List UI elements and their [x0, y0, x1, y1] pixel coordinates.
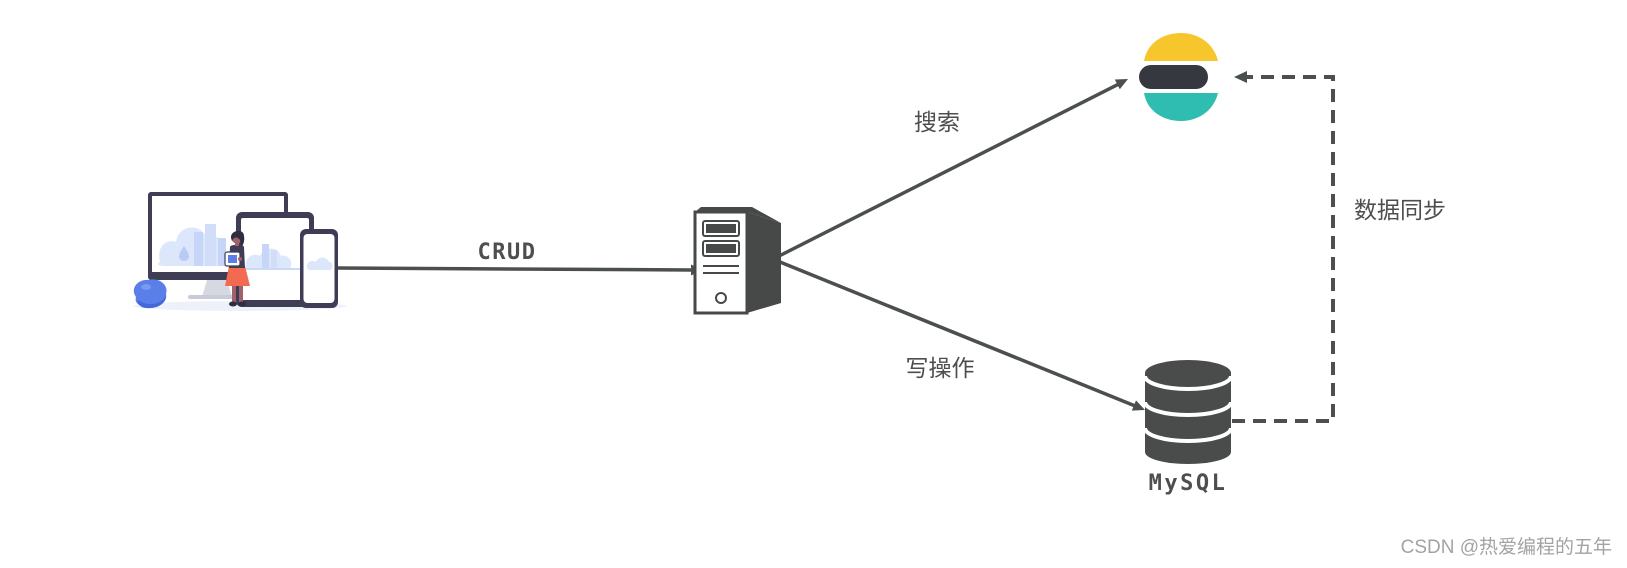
- crud-label: CRUD: [478, 240, 537, 265]
- crud-arrow: [336, 265, 703, 276]
- search-label: 搜索: [914, 110, 960, 136]
- write-label: 写操作: [906, 356, 975, 382]
- phone-icon: [300, 229, 338, 308]
- server-side-face: [747, 212, 781, 313]
- client-devices-illustration: [134, 192, 346, 311]
- watermark: CSDN @热爱编程的五年: [1401, 536, 1612, 558]
- server-tower-icon: [695, 207, 781, 313]
- sync-label: 数据同步: [1354, 198, 1446, 224]
- mysql-label: MySQL: [1149, 471, 1228, 496]
- mysql-database-icon: [1145, 360, 1231, 464]
- search-arrow: [779, 79, 1128, 256]
- write-arrow: [780, 262, 1145, 411]
- elasticsearch-logo: [1139, 33, 1218, 121]
- sync-dashed-arrow: [1232, 71, 1333, 421]
- blue-cushion-illustration: [134, 279, 167, 308]
- sync-arrow-head: [1234, 71, 1247, 83]
